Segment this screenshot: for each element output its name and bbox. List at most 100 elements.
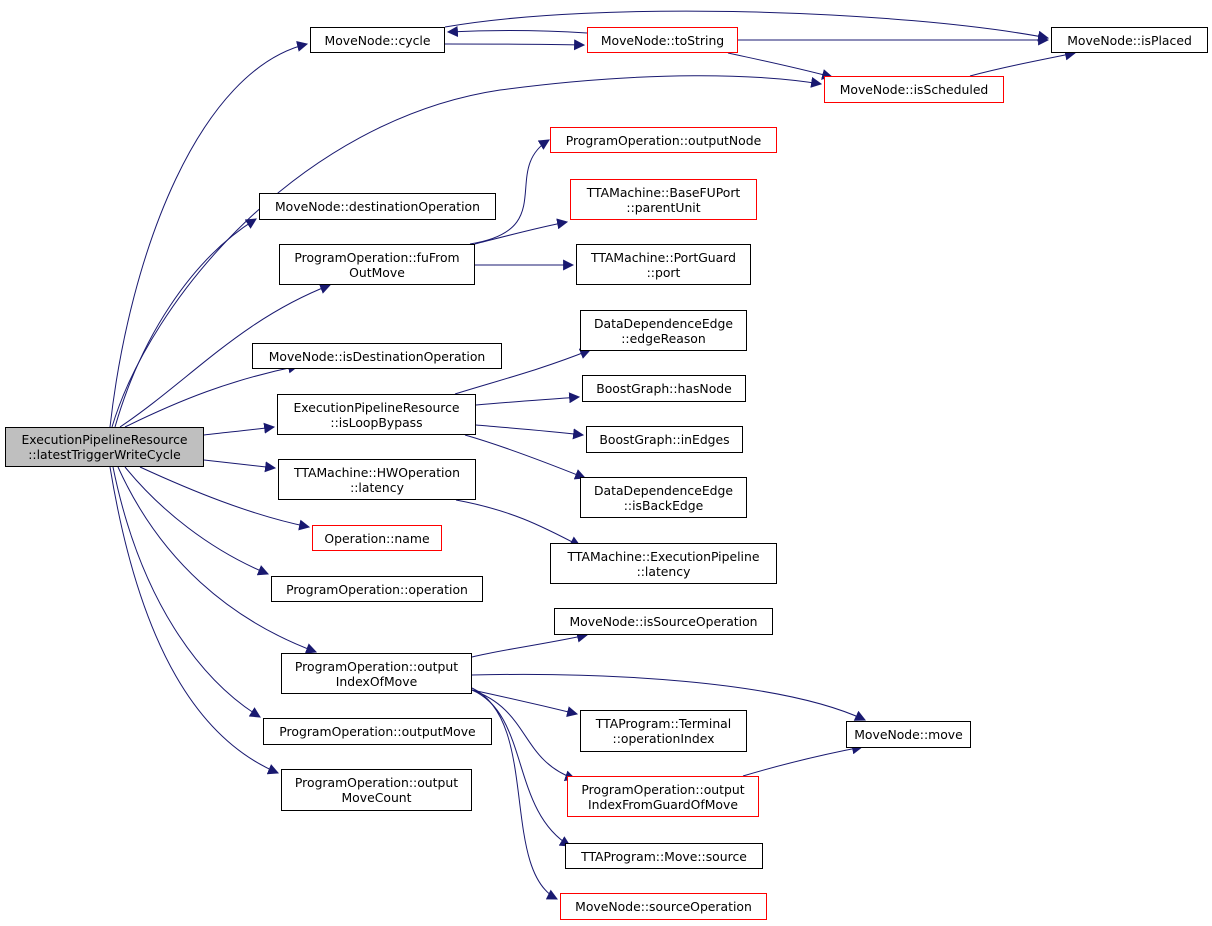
node-datadependenceedge-isbackedge[interactable]: DataDependenceEdge ::isBackEdge [580,477,747,518]
call-edge [742,743,864,777]
node-movenode-sourceoperation[interactable]: MoveNode::sourceOperation [560,893,767,920]
call-edge [454,348,592,395]
node-label-line2: MoveCount [341,790,412,805]
call-edge [471,689,577,781]
node-label: MoveNode::destinationOperation [274,199,480,214]
call-edge [475,392,581,406]
root-function-node: ExecutionPipelineResource ::latestTrigge… [5,427,204,467]
node-movenode-isscheduled[interactable]: MoveNode::isScheduled [824,76,1004,103]
node-label: MoveNode::toString [600,32,725,48]
call-edge [203,459,277,473]
node-boostgraph-inedges[interactable]: BoostGraph::inEdges [586,426,743,453]
node-label-line2: ::latency [636,563,691,579]
node-movenode-destinationoperation[interactable]: MoveNode::destinationOperation [259,193,496,220]
call-edge [475,424,585,440]
node-label-line2: ::parentUnit [626,199,701,215]
node-movenode-isplaced[interactable]: MoveNode::isPlaced [1051,27,1208,53]
call-edges [109,10,1077,900]
node-move-source[interactable]: TTAProgram::Move::source [565,843,763,869]
node-movenode-cycle[interactable]: MoveNode::cycle [310,27,445,53]
node-programoperation-outputindexofmove[interactable]: ProgramOperation::output IndexOfMove [281,653,472,694]
node-label: MoveNode::sourceOperation [575,899,752,914]
node-executionpipeline-latency[interactable]: TTAMachine::ExecutionPipeline ::latency [550,543,777,584]
node-label-line1: ExecutionPipelineResource [293,399,460,415]
node-label: MoveNode::cycle [324,32,431,48]
node-programoperation-fufromoutmove[interactable]: ProgramOperation::fuFrom OutMove [279,244,475,285]
call-edge [119,283,332,428]
call-edge [727,52,834,80]
node-label-line1: ProgramOperation::output [294,775,459,790]
node-label-line2: ::edgeReason [621,330,706,346]
node-label-line1: TTAMachine::PortGuard [590,249,736,265]
call-edge [471,689,571,847]
node-terminal-operationindex[interactable]: TTAProgram::Terminal ::operationIndex [580,710,747,752]
node-label: MoveNode::isSourceOperation [569,614,758,629]
call-edge [124,362,300,428]
node-label-line2: OutMove [349,264,405,280]
node-movenode-tostring[interactable]: MoveNode::toString [587,27,738,53]
node-label-line1: ProgramOperation::fuFrom [294,249,460,265]
call-edge [203,422,276,436]
call-edge [444,10,1050,42]
node-executionpipelineresource-isloopbypass[interactable]: ExecutionPipelineResource ::isLoopBypass [277,394,476,435]
call-edge [444,39,586,51]
node-label-line1: ProgramOperation::output [294,658,459,674]
node-label: BoostGraph::inEdges [599,432,730,447]
node-label-line2: ::isBackEdge [623,497,704,513]
call-edge [455,499,581,547]
node-label-line2: ::operationIndex [612,731,715,746]
call-edge [471,673,866,721]
node-label: ProgramOperation::outputNode [565,132,762,148]
node-hwoperation-latency[interactable]: TTAMachine::HWOperation ::latency [278,459,476,500]
node-programoperation-operation[interactable]: ProgramOperation::operation [271,576,483,602]
call-edge [114,218,257,428]
node-label: ProgramOperation::outputMove [279,724,476,739]
call-edge [446,26,588,38]
node-label: ProgramOperation::operation [286,581,468,597]
node-movenode-isdestinationoperation[interactable]: MoveNode::isDestinationOperation [252,343,502,369]
call-edge [471,689,579,718]
call-edge [471,687,558,900]
node-movenode-issourceoperation[interactable]: MoveNode::isSourceOperation [554,608,773,635]
node-programoperation-outputmovecount[interactable]: ProgramOperation::output MoveCount [281,769,472,811]
node-label-line2: ::latency [350,479,404,495]
node-label-line1: DataDependenceEdge [593,482,734,498]
call-edge [471,631,589,658]
node-movenode-move[interactable]: MoveNode::move [846,721,971,748]
node-label: TTAProgram::Move::source [581,848,747,864]
call-edge [124,466,270,576]
node-programoperation-outputindexfromguardofmove[interactable]: ProgramOperation::output IndexFromGuardO… [567,776,759,817]
node-label: BoostGraph::hasNode [596,381,732,396]
node-portguard-port[interactable]: TTAMachine::PortGuard ::port [576,244,751,285]
node-label: MoveNode::move [854,727,963,742]
node-label-line1: ProgramOperation::output [581,781,745,797]
call-edge [469,139,550,245]
node-label-line1: TTAProgram::Terminal [595,716,732,731]
node-operation-name[interactable]: Operation::name [312,525,442,551]
node-label-line2: ::isLoopBypass [330,414,423,430]
node-label: MoveNode::isScheduled [839,82,989,97]
call-edge [464,434,587,480]
call-edge [109,466,280,775]
node-label-line2: ::port [646,264,681,280]
node-label-line1: ExecutionPipelineResource [21,432,188,447]
node-label-line1: TTAMachine::HWOperation [294,464,460,480]
node-basefuport-parentunit[interactable]: TTAMachine::BaseFUPort ::parentUnit [570,179,757,220]
call-edge [112,466,261,718]
node-programoperation-outputmove[interactable]: ProgramOperation::outputMove [263,718,492,745]
call-edge [139,466,311,531]
call-edge [111,75,823,428]
call-edge [969,49,1077,77]
call-edge [117,466,318,654]
node-datadependenceedge-edgereason[interactable]: DataDependenceEdge ::edgeReason [580,310,747,351]
node-label-line1: TTAMachine::BaseFUPort [586,184,741,200]
node-programoperation-outputnode[interactable]: ProgramOperation::outputNode [550,127,777,153]
call-edge [109,41,309,428]
node-label-line2: IndexFromGuardOfMove [588,796,738,812]
node-label-line2: ::latestTriggerWriteCycle [28,447,181,462]
call-edge [474,218,569,245]
node-label-line2: IndexOfMove [335,673,418,689]
node-label: Operation::name [324,530,430,546]
node-boostgraph-hasnode[interactable]: BoostGraph::hasNode [582,375,746,402]
